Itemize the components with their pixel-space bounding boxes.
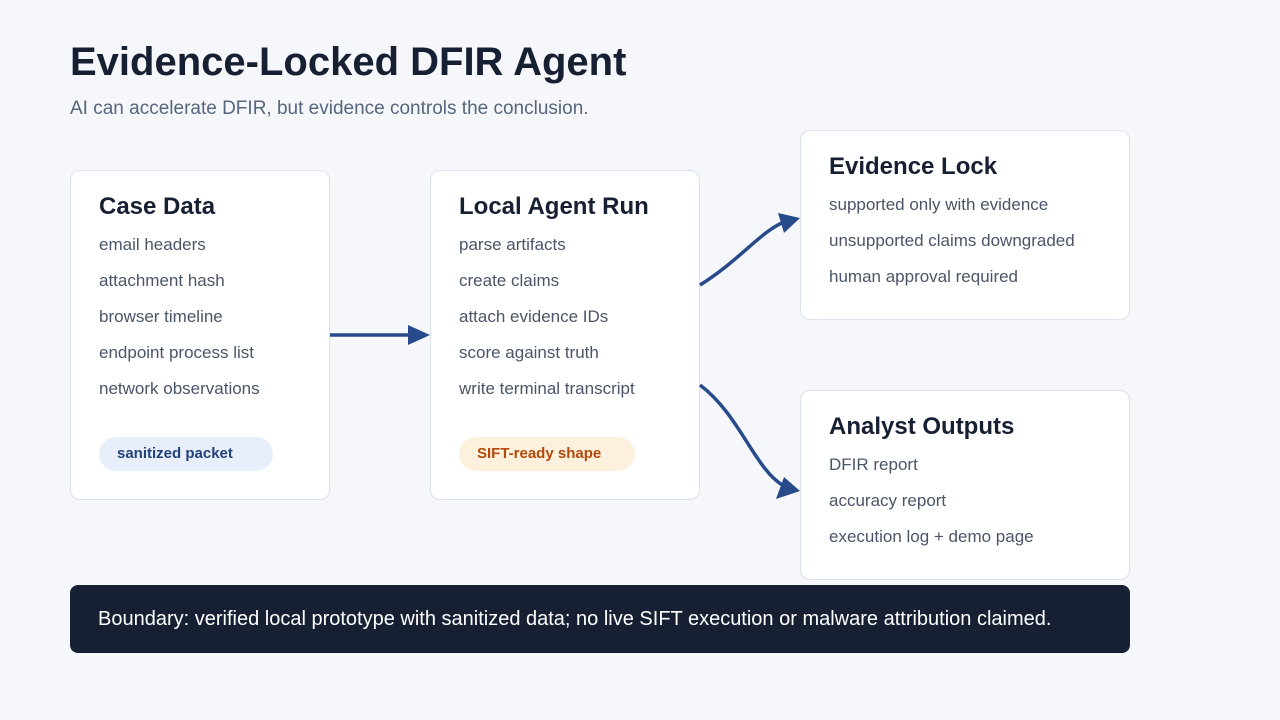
arrowhead-agent-to-lock xyxy=(778,213,800,233)
list-item: endpoint process list xyxy=(99,343,254,362)
analyst-outputs-list: DFIR report accuracy report execution lo… xyxy=(829,453,1101,561)
list-item: email headers xyxy=(99,235,206,254)
list-item: create claims xyxy=(459,271,560,290)
evidence-lock-card: Evidence Lock supported only with eviden… xyxy=(800,130,1130,320)
case-data-card: Case Data email headers attachment hash … xyxy=(70,170,330,500)
list-item: human approval required xyxy=(829,267,1019,286)
analyst-outputs-title: Analyst Outputs xyxy=(829,413,1015,440)
list-item: browser timeline xyxy=(99,307,223,326)
page-title: Evidence-Locked DFIR Agent xyxy=(70,40,627,84)
case-data-list: email headers attachment hash browser ti… xyxy=(99,233,301,413)
list-item: accuracy report xyxy=(829,491,947,510)
agent-run-title: Local Agent Run xyxy=(459,193,649,220)
agent-run-card: Local Agent Run parse artifacts create c… xyxy=(430,170,700,500)
arrow-agent-to-lock xyxy=(699,220,785,287)
sift-ready-badge: SIFT-ready shape xyxy=(459,437,635,471)
arrowhead-agent-to-outputs xyxy=(776,477,800,499)
sanitized-packet-badge: sanitized packet xyxy=(99,437,273,471)
list-item: unsupported claims downgraded xyxy=(829,231,1075,250)
evidence-lock-title: Evidence Lock xyxy=(829,153,998,180)
list-item: network observations xyxy=(99,379,260,398)
list-item: write terminal transcript xyxy=(459,379,635,398)
list-item: parse artifacts xyxy=(459,235,566,254)
list-item: DFIR report xyxy=(829,455,918,474)
arrowhead-case-to-agent xyxy=(408,325,430,345)
case-data-title: Case Data xyxy=(99,193,216,220)
list-item: execution log + demo page xyxy=(829,527,1034,546)
evidence-lock-list: supported only with evidence unsupported… xyxy=(829,193,1101,301)
list-item: attachment hash xyxy=(99,271,225,290)
list-item: attach evidence IDs xyxy=(459,307,609,326)
list-item: supported only with evidence xyxy=(829,195,1049,214)
boundary-banner: Boundary: verified local prototype with … xyxy=(70,585,1130,653)
list-item: score against truth xyxy=(459,343,599,362)
agent-run-list: parse artifacts create claims attach evi… xyxy=(459,233,671,413)
page-subtitle: AI can accelerate DFIR, but evidence con… xyxy=(70,98,589,119)
arrow-agent-to-outputs xyxy=(698,383,785,488)
analyst-outputs-card: Analyst Outputs DFIR report accuracy rep… xyxy=(800,390,1130,580)
